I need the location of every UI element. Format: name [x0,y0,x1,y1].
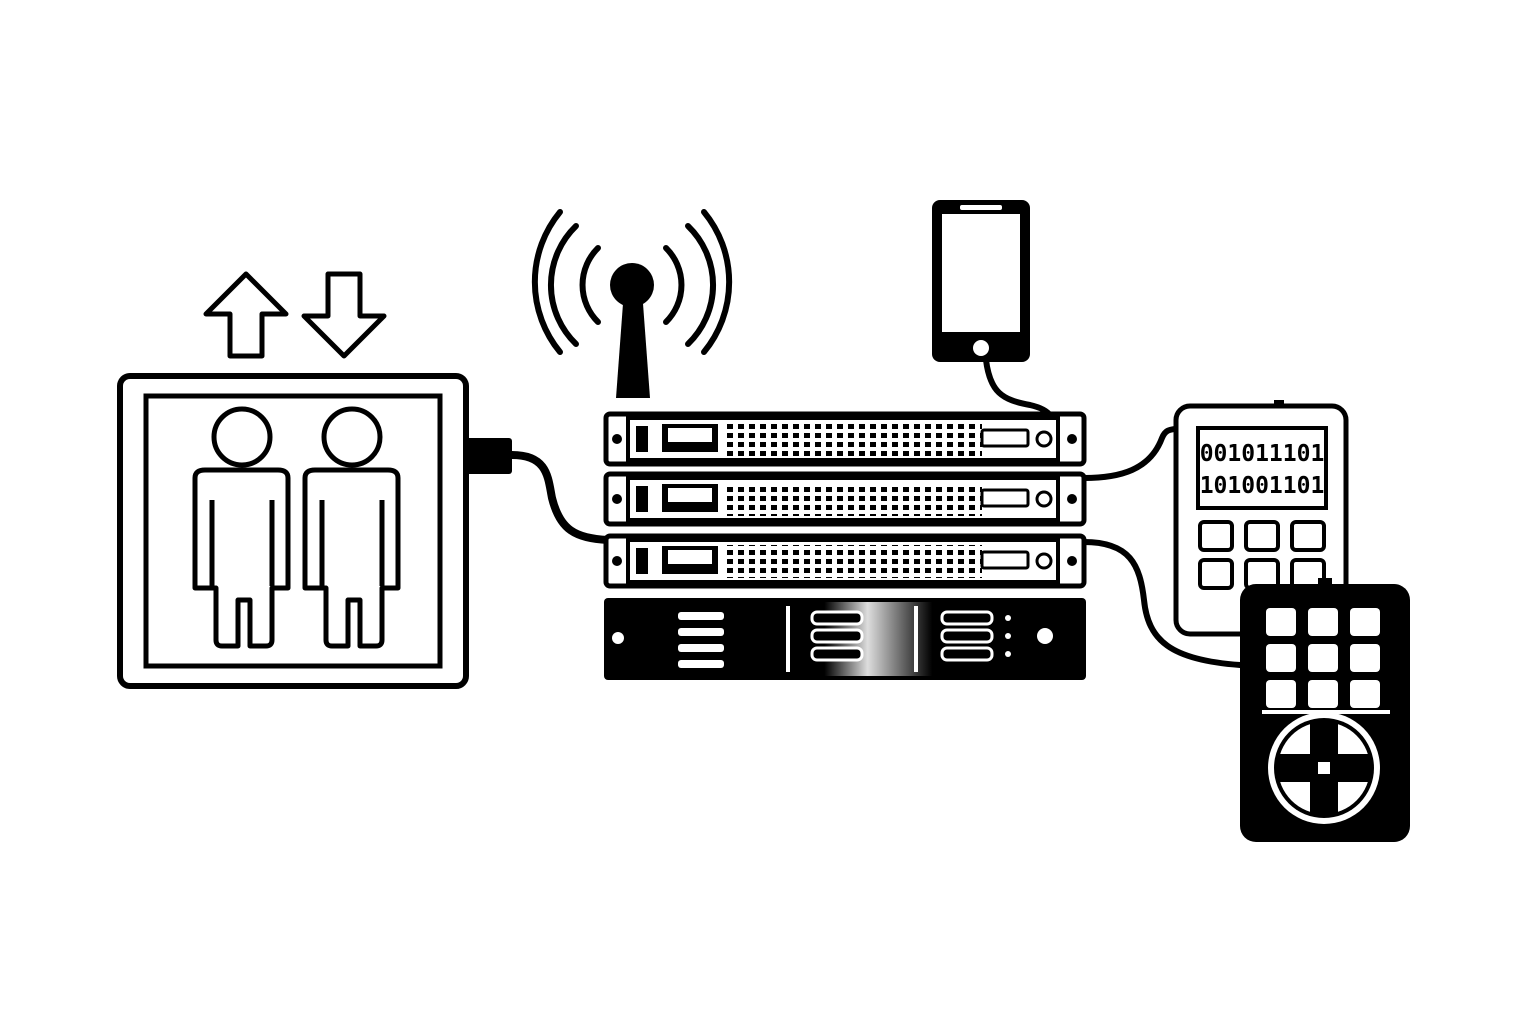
terminal-display-line-2: 101001101 [1200,473,1325,499]
cable-terminal-to-rack [1081,425,1183,481]
server-unit [603,411,1087,467]
remote-key [1350,608,1380,636]
server-unit [603,471,1087,527]
radio-antenna-icon [531,209,733,398]
remote-control-icon [1240,578,1410,842]
arrow-up-icon [203,271,289,359]
server-unit [603,533,1087,589]
remote-key [1266,644,1296,672]
person-icon [192,406,291,649]
remote-key [1350,680,1380,708]
keypad-key [1198,558,1234,590]
person-icon [302,406,401,649]
remote-key [1350,644,1380,672]
remote-key [1266,608,1296,636]
keypad-terminal-icon: 001011101 101001101 [1173,400,1349,637]
arrow-down-icon [301,271,387,359]
dpad-icon [1268,712,1380,824]
remote-key [1266,680,1296,708]
keypad-key [1290,520,1326,552]
keypad-key [1198,520,1234,552]
cable-remote-to-rack [1081,539,1243,668]
cables [508,357,1243,668]
server-rack-icon [603,411,1087,680]
connector-plug [466,438,512,474]
elevator-icon [117,373,512,689]
terminal-display-line-1: 001011101 [1200,441,1325,467]
remote-key [1308,608,1338,636]
keypad-key [1244,520,1280,552]
remote-key [1308,644,1338,672]
remote-key [1308,680,1338,708]
keypad-key [1244,558,1280,590]
cable-elevator-to-rack [508,451,612,544]
storage-unit [604,598,1086,680]
smartphone-icon [932,200,1030,362]
